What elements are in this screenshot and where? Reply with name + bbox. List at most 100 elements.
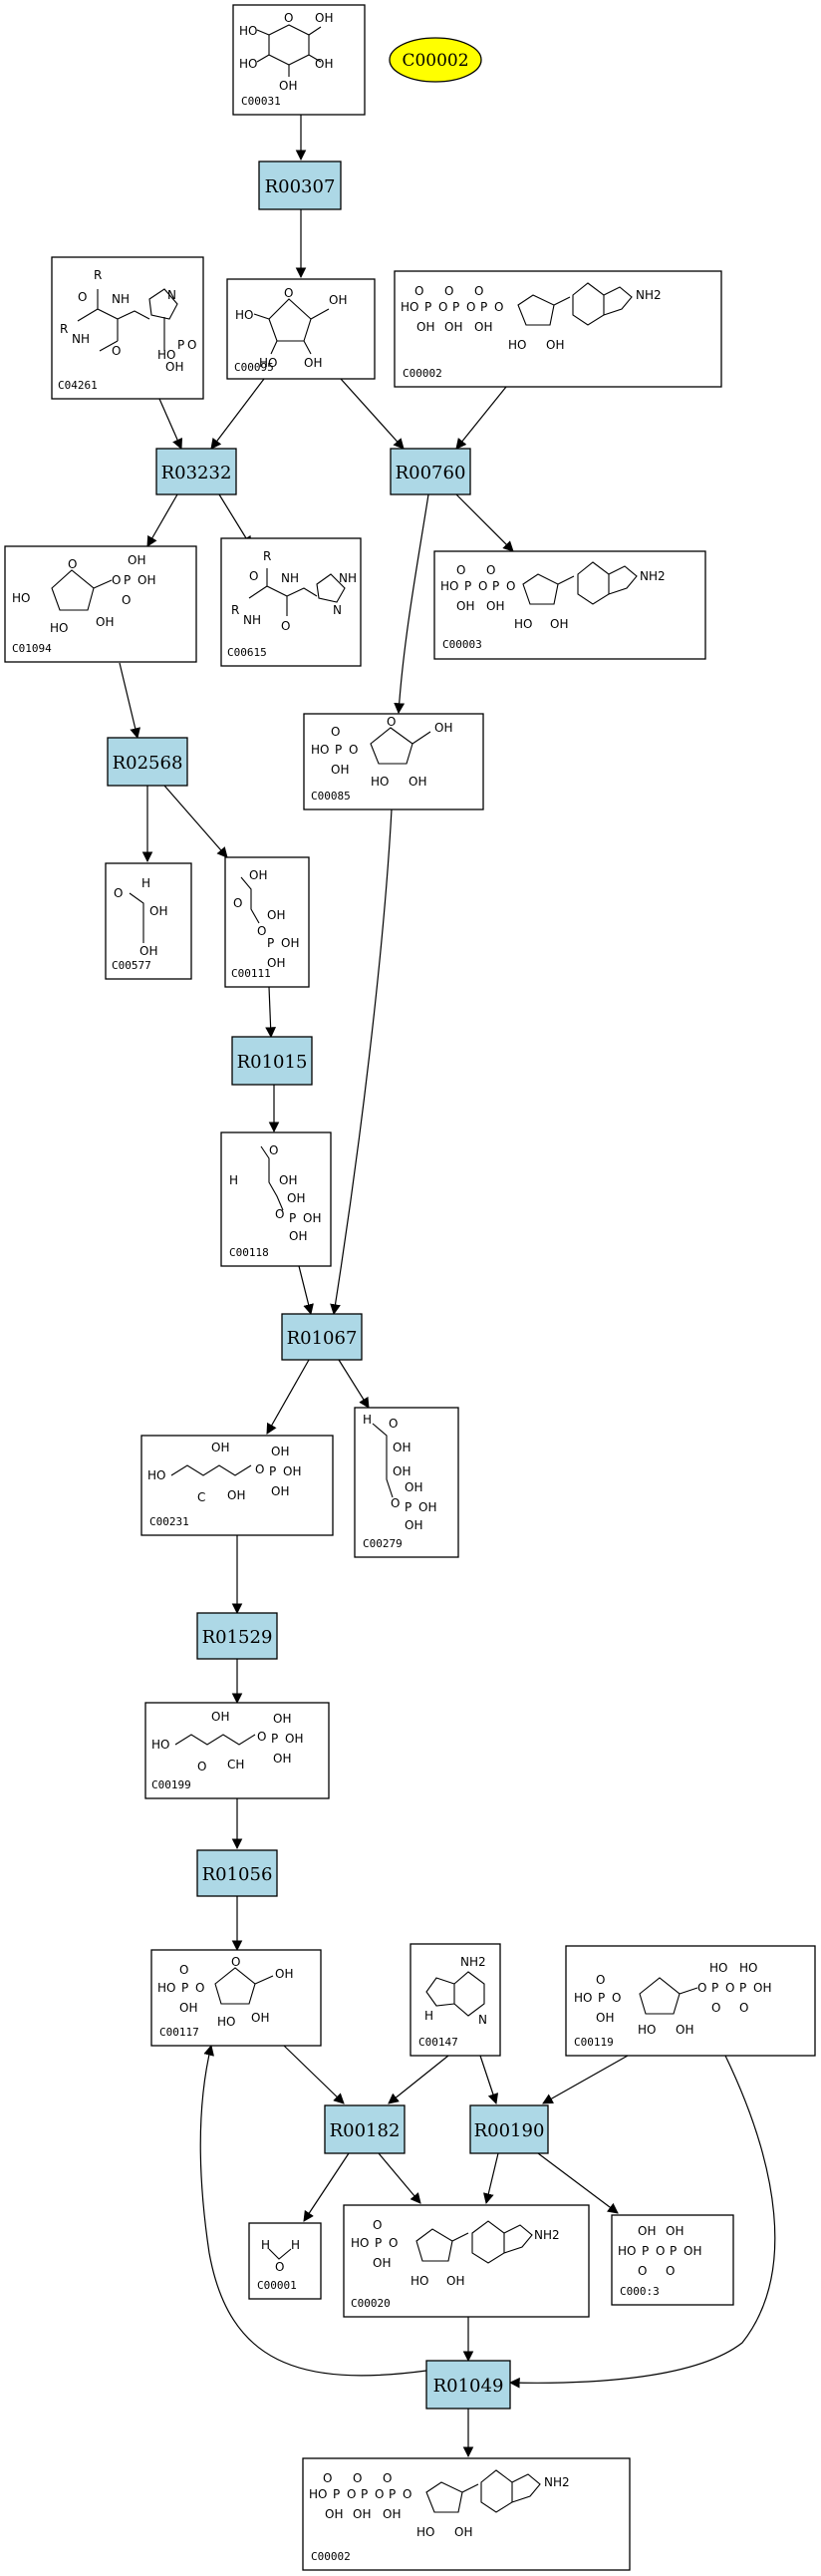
reaction-r01529[interactable]: R01529 <box>196 1612 278 1660</box>
structure-atom-label: P <box>389 2487 396 2501</box>
compound-c00002-b[interactable]: HO P O P O P O O O O OH OH OH HO OH NH2 … <box>302 2457 631 2571</box>
reaction-box <box>258 161 342 210</box>
structure-bonds <box>268 298 312 342</box>
structure-atom-label: HO <box>574 1991 592 2005</box>
compound-box <box>248 2222 322 2300</box>
structure-atom-label: P <box>289 1211 296 1225</box>
reaction-r01049[interactable]: R01049 <box>425 2360 511 2410</box>
structure-atom-label: O <box>444 284 453 298</box>
compound-label: C000:3 <box>620 2285 660 2298</box>
structure-atom-label: O <box>456 563 465 577</box>
structure-atom-label: P <box>711 1981 718 1995</box>
structure-atom-label: OH <box>179 2001 197 2015</box>
structure-atom-label: O <box>389 1417 398 1431</box>
compound-c00085[interactable]: HO P O O OH OH HO OH O C00085 <box>303 713 484 810</box>
structure-atom-label: HO <box>217 2015 235 2029</box>
structure-atom-label: HO <box>239 57 257 71</box>
structure-atom-label: HO <box>157 1981 175 1995</box>
compound-box <box>51 256 204 400</box>
compound-c00111[interactable]: OH O O P OH OH OH C00111 <box>224 856 310 988</box>
reaction-r01067[interactable]: R01067 <box>281 1313 363 1361</box>
structure-bonds <box>577 561 638 605</box>
compound-label: C00279 <box>363 1537 403 1550</box>
structure-atom-label: OH <box>456 599 474 613</box>
structure-atom-label: R <box>231 603 239 617</box>
edge-c00111-r01015 <box>265 986 277 1039</box>
structure-atom-label: HO <box>151 1738 169 1752</box>
compound-c00001[interactable]: H O H C00001 <box>248 2222 322 2300</box>
compound-c00020[interactable]: HO P O O OH HO OH NH2 C00020 <box>343 2204 590 2318</box>
compound-label: C00020 <box>351 2297 391 2310</box>
structure-atom-label: O <box>233 896 242 910</box>
structure-atom-label: O <box>257 924 266 938</box>
compound-c00279[interactable]: H O OH OH O P OH OH OH C00279 <box>354 1407 459 1558</box>
reaction-r00190[interactable]: R00190 <box>469 2104 549 2154</box>
structure-atom-label: OH <box>753 1981 771 1995</box>
structure-atom-label: P <box>598 1991 605 2005</box>
compound-c00147[interactable]: NH2 H N C00147 <box>410 1943 501 2057</box>
compound-c00117[interactable]: HO P O O OH OH HO OH O C00117 <box>150 1949 322 2047</box>
compound-c00577[interactable]: O H OH OH C00577 <box>105 862 192 980</box>
structure-atom-label: OH <box>315 57 333 71</box>
compound-c01094[interactable]: HO O P OH OH O HO OH O C01094 <box>4 545 197 663</box>
structure-atom-label: OH <box>416 320 434 334</box>
structure-atom-label: O <box>474 284 483 298</box>
compound-box <box>394 270 722 388</box>
compound-c04261[interactable]: R O NH R NH O N HO P O OH C04261 <box>51 256 204 400</box>
structure-atom-label: OH <box>287 1191 305 1205</box>
reaction-r00182[interactable]: R00182 <box>324 2104 406 2154</box>
structure-bonds <box>480 2469 541 2513</box>
reaction-r01056[interactable]: R01056 <box>196 1849 278 1897</box>
reaction-box <box>469 2104 549 2154</box>
structure-atom-label: OH <box>281 936 299 950</box>
compound-c00031[interactable]: HO OH OH OH HO O C00031 <box>232 4 366 116</box>
compound-c00118[interactable]: O H OH O P OH OH OH C00118 <box>220 1131 332 1267</box>
structure-atom-label: P <box>124 573 131 587</box>
compound-c00013[interactable]: HO P O P OH OH OH O O C000:3 <box>611 2214 734 2306</box>
compound-box <box>565 1945 816 2057</box>
reaction-r00760[interactable]: R00760 <box>390 448 471 495</box>
structure-atom-label: O <box>195 1981 204 1995</box>
edge-c00147-r00182 <box>388 2055 449 2104</box>
structure-atom-label: OH <box>315 11 333 25</box>
structure-atom-label: O <box>275 1207 284 1221</box>
compound-c00002-a[interactable]: HO P O P O P O O O O OH OH OH HO OH NH2 … <box>394 270 722 388</box>
structure-atom-label: NH2 <box>534 2228 560 2242</box>
structure-atom-label: O <box>383 2471 392 2485</box>
structure-atom-label: O <box>179 1963 188 1977</box>
structure-bonds <box>240 876 260 924</box>
reaction-label: R01015 <box>237 1052 308 1073</box>
structure-atom-label: OH <box>329 293 347 307</box>
structure-atom-label: O <box>389 2236 398 2250</box>
structure-atom-label: OH <box>418 1500 436 1514</box>
structure-atom-label: HO <box>235 308 253 322</box>
structure-atom-label: P <box>335 743 342 757</box>
highlight-oval[interactable]: C00002 <box>389 37 482 83</box>
structure-atom-label: OH <box>325 2507 343 2521</box>
compound-box <box>611 2214 734 2306</box>
compound-c00199[interactable]: HO OH O CH O P OH OH OH C00199 <box>144 1702 330 1799</box>
compound-c00231[interactable]: HO OH C OH O P OH OH OH C00231 <box>140 1435 334 1536</box>
structure-bonds <box>256 26 322 77</box>
structure-atom-label: HO <box>508 338 526 352</box>
reaction-r03232[interactable]: R03232 <box>155 448 237 495</box>
structure-atom-label: OH <box>227 1488 245 1502</box>
structure-atom-label: OH <box>249 868 267 882</box>
reaction-r02568[interactable]: R02568 <box>107 737 188 787</box>
reaction-r00307[interactable]: R00307 <box>258 161 342 210</box>
structure-bonds <box>522 573 575 605</box>
structure-atom-label: R <box>94 268 102 282</box>
structure-bonds <box>174 1734 256 1746</box>
reaction-r01015[interactable]: R01015 <box>231 1036 313 1086</box>
compound-c00095[interactable]: HO OH HO OH O C00095 <box>226 278 376 380</box>
structure-atom-label: N <box>478 2013 487 2027</box>
structure-atom-label: NH <box>339 571 357 585</box>
structure-bonds <box>572 282 633 326</box>
compound-c00119[interactable]: HO P O O OH O P O P OH HO HO O O HO OH C… <box>565 1945 816 2057</box>
structure-atom-label: CH <box>227 1758 244 1771</box>
structure-atom-label: P <box>267 936 274 950</box>
compound-box <box>226 278 376 380</box>
compound-c00003[interactable]: HO P O P O O O OH OH HO OH NH2 C00003 <box>433 550 706 660</box>
compound-c00615[interactable]: R O NH R NH O NH N C00615 <box>220 537 362 667</box>
reaction-label: R00190 <box>474 2120 545 2141</box>
